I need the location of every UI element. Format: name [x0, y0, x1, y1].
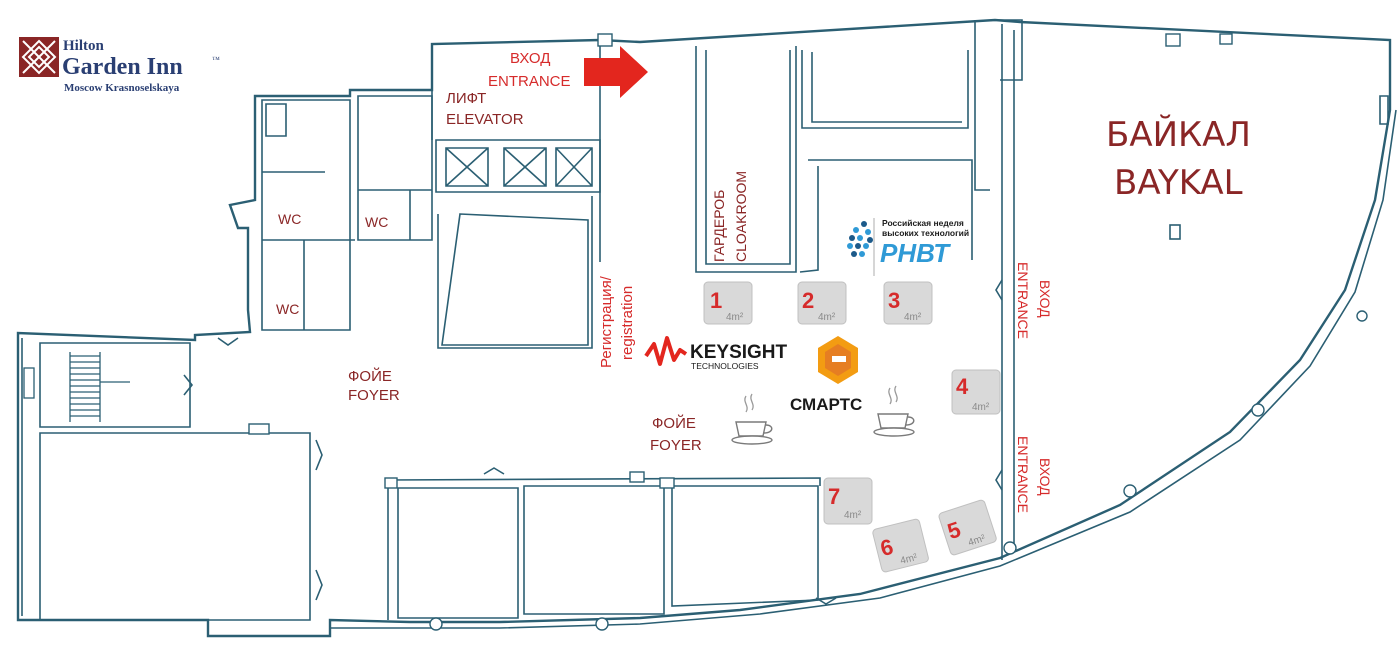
- keysight-sub: TECHNOLOGIES: [691, 361, 759, 371]
- curved-inner-wall: [330, 109, 1397, 629]
- booth-7[interactable]: 7 4m²: [823, 477, 873, 525]
- booth-number: 6: [878, 534, 896, 561]
- registration-label: Регистрация/: [598, 275, 615, 368]
- booth-size: 4m²: [972, 402, 990, 413]
- keysight-name: KEYSIGHT: [690, 342, 788, 363]
- side-entrance-2-ru: ВХОД: [1037, 458, 1053, 496]
- booth-1[interactable]: 1 4m²: [703, 281, 753, 325]
- logo-line1: Hilton: [63, 38, 104, 54]
- smarts-logo: СМАРТС: [790, 336, 862, 414]
- hilton-logo-icon: [19, 37, 59, 77]
- booth-size: 4m²: [967, 533, 987, 549]
- booth-number: 1: [710, 288, 722, 313]
- side-entrance-1-ru: ВХОД: [1037, 280, 1053, 318]
- booth-size: 4m²: [904, 312, 922, 323]
- booth-5[interactable]: 5 4m²: [938, 499, 997, 556]
- main-entrance-label-en: ENTRANCE: [488, 73, 571, 90]
- coffee-cup-icon: [873, 385, 915, 437]
- keysight-logo: KEYSIGHT TECHNOLOGIES: [644, 336, 788, 371]
- side-entrance-1-en: ENTRANCE: [1015, 262, 1031, 339]
- cloakroom-label-ru: ГАРДЕРОБ: [711, 190, 727, 262]
- rnvt-line2: высоких технологий: [882, 228, 969, 238]
- booth-number: 2: [802, 288, 814, 313]
- foyer-label-ru: ФОЙЕ: [348, 367, 392, 385]
- logo-trademark: ™: [212, 55, 220, 64]
- hall-name-en: BAYKAL: [1114, 163, 1243, 203]
- service-rooms: [695, 20, 990, 273]
- rnvt-logo: Российская неделя высоких технологий РНВ…: [847, 218, 969, 276]
- booth-size: 4m²: [818, 312, 836, 323]
- registration-label-en: registration: [619, 286, 636, 360]
- door-markers: [183, 33, 1368, 631]
- booth-size: 4m²: [844, 510, 862, 521]
- elevator-label-en: ELEVATOR: [446, 111, 524, 128]
- booth-2[interactable]: 2 4m²: [797, 281, 847, 325]
- rnvt-mark: РНВТ: [880, 238, 951, 268]
- wc-label-3: WC: [276, 301, 299, 317]
- foyer-label-en: FOYER: [348, 387, 400, 404]
- side-entrance-2-en: ENTRANCE: [1015, 436, 1031, 513]
- booth-number: 4: [956, 374, 969, 399]
- hall-name-ru: БАЙКАЛ: [1106, 114, 1251, 155]
- keysight-wave-icon: [644, 336, 688, 366]
- wc-label-1: WC: [278, 211, 301, 227]
- booth-3[interactable]: 3 4m²: [883, 281, 933, 325]
- smarts-hex-icon: [818, 336, 858, 384]
- foyer-label-2-en: FOYER: [650, 437, 702, 454]
- elevator-label-ru: ЛИФТ: [446, 90, 486, 107]
- logo-line2: Garden Inn: [62, 54, 183, 80]
- rnvt-globe-icon: [847, 221, 873, 257]
- booth-number: 7: [828, 484, 840, 509]
- coffee-cup-icon: [731, 393, 773, 445]
- smarts-name: СМАРТС: [790, 395, 862, 414]
- foyer-label-2-ru: ФОЙЕ: [652, 414, 696, 432]
- booth-4[interactable]: 4 4m²: [951, 369, 1001, 415]
- bottom-rooms: [387, 477, 821, 620]
- staircase: [23, 352, 130, 422]
- booth-6[interactable]: 6 4m²: [872, 518, 929, 573]
- entrance-arrow-icon: [584, 46, 648, 98]
- wc-block: [261, 95, 433, 331]
- baykal-hall-walls: [996, 19, 1389, 560]
- wc-label-2: WC: [365, 214, 388, 230]
- outer-walls: [16, 18, 1392, 638]
- booth-size: 4m²: [726, 312, 744, 323]
- cloakroom-label-en: CLOAKROOM: [733, 171, 749, 262]
- booth-number: 3: [888, 288, 900, 313]
- main-entrance-label-ru: ВХОД: [510, 50, 550, 67]
- logo-line3: Moscow Krasnoselskaya: [64, 82, 180, 94]
- hilton-logo: Hilton Garden Inn ™ Moscow Krasnoselskay…: [19, 37, 220, 94]
- booth-size: 4m²: [899, 552, 919, 567]
- elevator-block: [431, 40, 601, 349]
- rnvt-line1: Российская неделя: [882, 218, 964, 228]
